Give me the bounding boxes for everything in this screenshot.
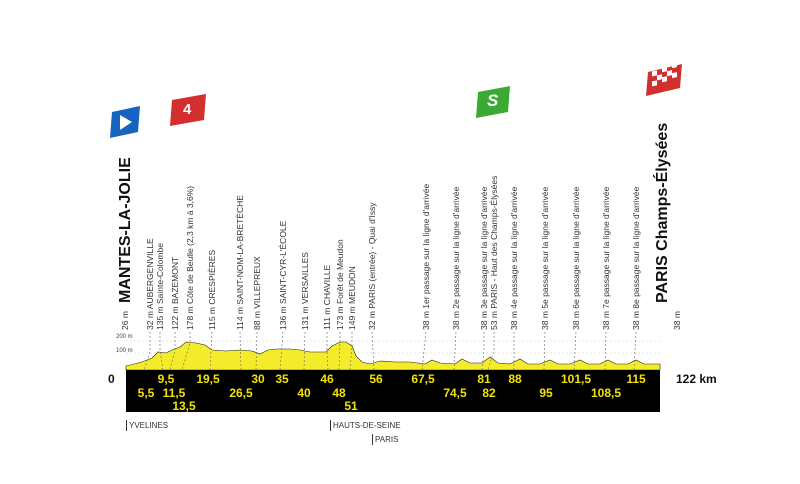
km-label: 108,5 bbox=[590, 386, 622, 400]
km-label: 51 bbox=[344, 399, 358, 413]
km-label: 67,5 bbox=[411, 372, 435, 386]
waypoint-label: 115 m CRESPIÈRES bbox=[207, 249, 217, 330]
km-label: 88 bbox=[508, 372, 522, 386]
km-label: 56 bbox=[369, 372, 383, 386]
waypoint-label: 135 m Sainte-Colombe bbox=[155, 243, 165, 330]
km-label: 5,5 bbox=[137, 386, 155, 400]
km-label: 30 bbox=[251, 372, 265, 386]
region-label: YVELINES bbox=[126, 420, 168, 431]
km-label: 81 bbox=[477, 372, 491, 386]
km-label: 13,5 bbox=[172, 399, 196, 413]
km-label: 26,5 bbox=[229, 386, 253, 400]
km-label: 35 bbox=[275, 372, 289, 386]
marker-line bbox=[326, 332, 329, 371]
distance-start: 0 bbox=[108, 372, 115, 386]
marker-line bbox=[481, 332, 485, 371]
elev-tick-200: 200 m bbox=[116, 334, 133, 340]
waypoint-label: 38 m 2e passage sur la ligne d'arrivée bbox=[451, 186, 461, 330]
region-label: PARIS bbox=[372, 434, 398, 445]
distance-end: 122 km bbox=[676, 372, 717, 386]
start-altitude: 26 m bbox=[120, 311, 130, 330]
waypoint-label: 88 m VILLEPREUX bbox=[252, 256, 262, 330]
marker-line bbox=[338, 332, 341, 371]
finish-flag-icon bbox=[646, 62, 682, 96]
marker-line bbox=[169, 332, 176, 371]
marker-line bbox=[159, 332, 164, 371]
waypoint-label: 38 m 4e passage sur la ligne d'arrivée bbox=[509, 186, 519, 330]
km-label: 48 bbox=[332, 386, 346, 400]
waypoint-label: 149 m MEUDON bbox=[347, 266, 357, 330]
sprint-badge bbox=[476, 86, 510, 118]
distance-band bbox=[126, 370, 660, 412]
km-label: 95 bbox=[539, 386, 553, 400]
marker-line bbox=[487, 332, 495, 371]
waypoint-label: 38 m 3e passage sur la ligne d'arrivée bbox=[479, 186, 489, 330]
marker-line bbox=[349, 332, 353, 371]
waypoint-label: 38 m 5e passage sur la ligne d'arrivée bbox=[540, 186, 550, 330]
km-label: 46 bbox=[320, 372, 334, 386]
waypoint-label: 122 m BAZEMONT bbox=[170, 256, 180, 330]
elev-tick-100: 100 m bbox=[116, 348, 133, 354]
km-label: 11,5 bbox=[162, 386, 186, 400]
marker-line bbox=[143, 332, 151, 371]
waypoint-label: 38 m 1er passage sur la ligne d'arrivée bbox=[421, 183, 431, 330]
km-label: 9,5 bbox=[157, 372, 175, 386]
km-label: 19,5 bbox=[196, 372, 220, 386]
km-label: 101,5 bbox=[560, 372, 592, 386]
km-label: 115 bbox=[626, 372, 646, 386]
waypoint-label: 178 m Côte de Beulle (2,3 km à 3,6%) bbox=[185, 185, 195, 330]
finish-name: PARIS Champs-Élysées bbox=[654, 122, 671, 303]
waypoint-label: 38 m 6e passage sur la ligne d'arrivée bbox=[571, 186, 581, 330]
km-label: 40 bbox=[297, 386, 311, 400]
start-name: MANTES-LA-JOLIE bbox=[117, 157, 134, 303]
waypoint-label: 114 m SAINT-NOM-LA-BRETÈCHE bbox=[235, 195, 245, 330]
finish-altitude: 38 m bbox=[672, 311, 682, 330]
waypoint-label: 32 m PARIS (entrée) - Quai d'Issy bbox=[367, 202, 377, 330]
waypoint-label: 136 m SAINT-CYR-L'ÉCOLE bbox=[278, 220, 288, 330]
km-label: 74,5 bbox=[443, 386, 467, 400]
waypoint-label: 173 m Forêt de Meudon bbox=[335, 239, 345, 330]
waypoint-label: 53 m PARIS - Haut des Champs-Élysées bbox=[489, 175, 499, 330]
climb-category-label: 4 bbox=[183, 101, 192, 118]
waypoint-label: 111 m CHAVILLE bbox=[322, 264, 332, 330]
waypoint-label: 38 m 7e passage sur la ligne d'arrivée bbox=[601, 186, 611, 330]
region-label: HAUTS-DE-SEINE bbox=[330, 420, 401, 431]
elevation-profile bbox=[125, 341, 661, 371]
climb-category-badge bbox=[170, 94, 206, 126]
waypoint-markers bbox=[143, 331, 637, 371]
start-flag-icon bbox=[110, 106, 140, 138]
sprint-label: S bbox=[487, 91, 499, 110]
km-label: 82 bbox=[482, 386, 496, 400]
waypoint-label: 131 m VERSAILLES bbox=[300, 252, 310, 330]
waypoint-label: 38 m 8e passage sur la ligne d'arrivée bbox=[631, 186, 641, 330]
waypoint-label: 32 m AUBERGENVILLE bbox=[145, 238, 155, 330]
marker-line bbox=[181, 332, 191, 371]
